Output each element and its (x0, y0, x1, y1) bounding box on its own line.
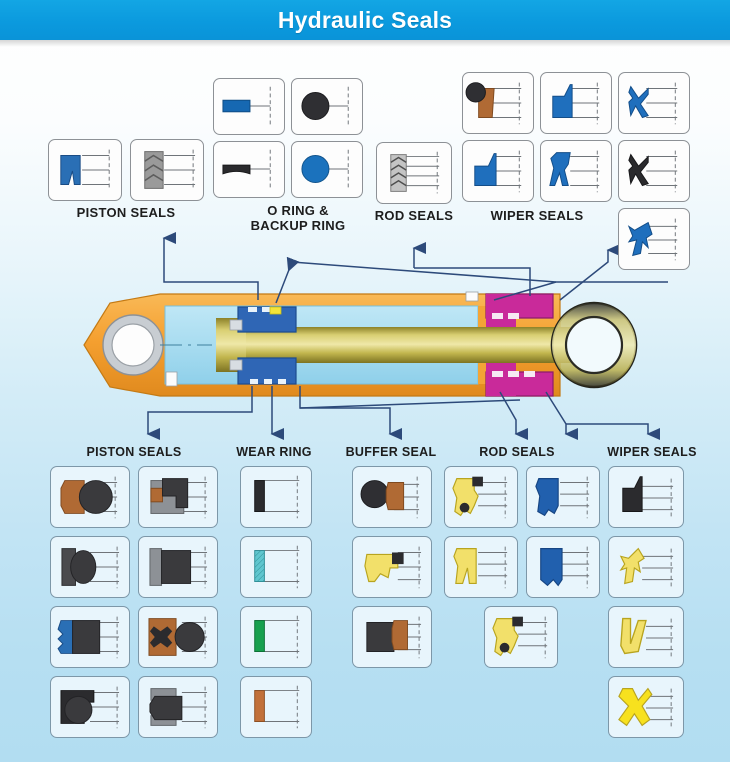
caption-wiper-seals-bottom: WIPER SEALS (607, 445, 697, 459)
piston-rod (216, 327, 616, 363)
leader-wiper-seals-bottom-b (566, 423, 660, 440)
gland-retainer-block (465, 291, 479, 302)
leader-rod-seals-bottom (499, 391, 528, 440)
gland-inner-lower (486, 363, 516, 396)
seal-cell-ps-4[interactable] (138, 536, 218, 598)
caption-rod-seals-bottom: ROD SEALS (479, 445, 555, 459)
caption-wear-ring: WEAR RING (236, 445, 312, 459)
seal-cell-rs-4[interactable] (526, 536, 600, 598)
cylinder-barrel-body (83, 293, 561, 397)
page-title: Hydraulic Seals (277, 6, 453, 33)
seal-cell-ps-5[interactable] (50, 606, 130, 668)
chamber-shoulder (478, 306, 486, 384)
seal-cell-rs-5[interactable] (484, 606, 558, 668)
gland-inner-upper (486, 294, 516, 327)
leader-rod-seals-bottom-b (299, 399, 521, 409)
seal-cell-o-ring-blue[interactable] (291, 141, 363, 198)
seal-cell-wr-1[interactable] (240, 466, 312, 528)
seal-cell-wr-3[interactable] (240, 606, 312, 668)
leader-line-group-top (162, 232, 668, 304)
caption-rod-seals-top: ROD SEALS (374, 208, 454, 223)
seal-cell-piston-u-cup[interactable] (48, 139, 122, 201)
leader-rod-seals-top-a (493, 281, 668, 301)
page-banner: Hydraulic Seals (0, 0, 730, 40)
banner-shadow (0, 40, 730, 47)
leader-rod-seals-top-b (414, 267, 531, 296)
seal-cell-ws-3[interactable] (608, 606, 684, 668)
clevis-bore (111, 323, 155, 367)
seal-cell-wiper-oring-brown[interactable] (462, 72, 534, 134)
piston-bush-lower (229, 359, 243, 371)
seal-cell-bs-3[interactable] (352, 606, 432, 668)
piston-bush-upper (229, 319, 243, 331)
leader-o-ring-branch (291, 261, 557, 283)
seal-cell-ps-1[interactable] (50, 466, 130, 528)
piston-wear-ring-highlight (269, 306, 282, 315)
seal-cell-ws-4[interactable] (608, 676, 684, 738)
rod-eye-bore (564, 315, 624, 375)
rod-eye-body (552, 303, 636, 387)
leader-piston-seals-bottom (146, 386, 253, 440)
caption-o-ring-backup-ring: O RING & BACKUP RING (250, 203, 346, 233)
seal-cell-rs-1[interactable] (444, 466, 518, 528)
seal-cell-wiper-double-lip-blue-2[interactable] (540, 140, 612, 202)
seal-cell-rod-vee-packing[interactable] (376, 142, 452, 204)
seal-cell-bs-1[interactable] (352, 466, 432, 528)
seal-cell-ws-1[interactable] (608, 466, 684, 528)
cylinder-chamber (164, 305, 479, 385)
seal-cell-ps-2[interactable] (138, 466, 218, 528)
piston-lower (237, 357, 297, 385)
seal-cell-rs-2[interactable] (526, 466, 600, 528)
seal-cell-o-ring-black[interactable] (291, 78, 363, 135)
gland-head-upper (485, 293, 554, 319)
seal-cell-rs-3[interactable] (444, 536, 518, 598)
seal-cell-piston-chevron-stack[interactable] (130, 139, 204, 201)
piston-seal-grooves (248, 307, 286, 384)
leader-wiper-seals-top (559, 244, 620, 301)
leader-line-group-bottom (146, 386, 660, 440)
seal-cell-bs-2[interactable] (352, 536, 432, 598)
chamber-end-block (165, 371, 178, 387)
leader-o-ring-top (275, 256, 300, 304)
caption-piston-seals-top: PISTON SEALS (76, 205, 176, 220)
piston-upper (237, 306, 297, 333)
seal-cell-backup-ring-black[interactable] (213, 141, 285, 198)
seal-cell-wiper-wedge-blue-1[interactable] (540, 72, 612, 134)
rod-shoulder (216, 318, 246, 372)
seal-cell-wr-2[interactable] (240, 536, 312, 598)
seal-cell-wr-4[interactable] (240, 676, 312, 738)
caption-wiper-seals-top: WIPER SEALS (490, 208, 584, 223)
seal-cell-wiper-block-blue[interactable] (462, 140, 534, 202)
leader-wiper-seals-bottom (545, 391, 578, 440)
seal-cell-ps-7[interactable] (50, 676, 130, 738)
seal-cell-ps-6[interactable] (138, 606, 218, 668)
seal-cell-wiper-double-lip-black[interactable] (618, 140, 690, 202)
seal-cell-ws-2[interactable] (608, 536, 684, 598)
seal-cell-backup-ring-blue[interactable] (213, 78, 285, 135)
caption-buffer-seal: BUFFER SEAL (345, 445, 437, 459)
clevis-bushing (102, 314, 164, 376)
leader-piston-seals-top (162, 232, 259, 300)
seal-cell-wiper-scraper-blue[interactable] (618, 208, 690, 270)
seal-cell-ps-3[interactable] (50, 536, 130, 598)
seal-cell-wiper-double-lip-blue-1[interactable] (618, 72, 690, 134)
gland-head-lower (485, 371, 554, 397)
gland-seal-grooves (492, 313, 535, 377)
rod-eye-outer (550, 301, 638, 389)
caption-piston-seals-bottom: PISTON SEALS (86, 445, 182, 459)
leader-buffer-seal (299, 386, 402, 440)
seal-cell-ps-8[interactable] (138, 676, 218, 738)
